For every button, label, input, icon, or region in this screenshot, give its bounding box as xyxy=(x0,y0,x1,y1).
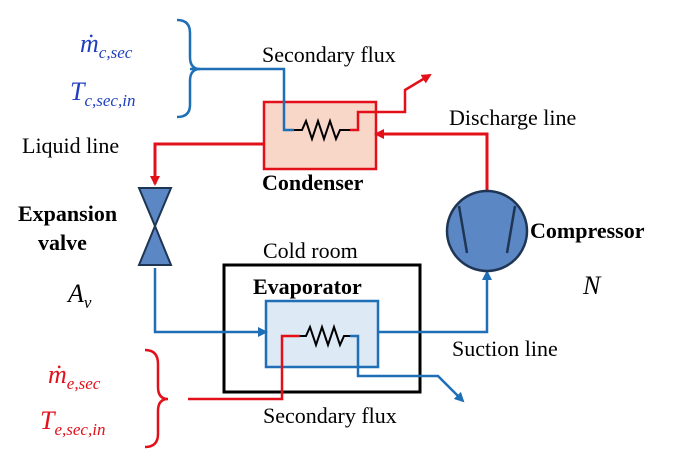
liquid-line-pipe xyxy=(150,142,264,186)
suction-line-pipe xyxy=(378,270,492,334)
secondary-flux-top-label: Secondary flux xyxy=(262,42,396,67)
expansion-valve-label-2: valve xyxy=(38,230,87,255)
condenser-label: Condenser xyxy=(262,170,364,195)
evaporator-flow-variable: ṁe,sec xyxy=(48,360,101,393)
condenser-brace xyxy=(176,18,201,119)
cold-room-label: Cold room xyxy=(263,238,358,263)
compressor-symbol xyxy=(445,189,529,273)
suction-line-label: Suction line xyxy=(452,336,558,361)
discharge-line-pipe xyxy=(374,129,489,192)
condenser-temp-variable: Tc,sec,in xyxy=(70,77,135,110)
expansion-valve-label-1: Expansion xyxy=(18,201,117,226)
evaporator-secondary-out xyxy=(350,334,465,403)
evaporator-label: Evaporator xyxy=(253,274,362,299)
compressor-label: Compressor xyxy=(530,218,645,243)
condenser-coil xyxy=(294,117,350,143)
condenser-flow-variable: ṁc,sec xyxy=(80,29,133,62)
evaporator-temp-variable: Te,sec,in xyxy=(40,406,105,439)
expansion-valve-symbol xyxy=(137,187,173,266)
evaporator-box xyxy=(264,299,380,369)
evaporator-secondary-in xyxy=(188,334,300,401)
liquid-line-label: Liquid line xyxy=(22,133,119,158)
valve-to-evaporator-pipe xyxy=(153,268,268,337)
discharge-line-label: Discharge line xyxy=(449,105,576,130)
secondary-flux-bottom-label: Secondary flux xyxy=(263,403,397,428)
evaporator-brace xyxy=(144,348,169,449)
condenser-secondary-out xyxy=(350,73,432,132)
condenser-secondary-in xyxy=(190,67,294,132)
compressor-speed-variable: N xyxy=(582,271,602,300)
evaporator-coil xyxy=(300,323,350,349)
cold-room-box xyxy=(222,263,422,394)
valve-area-variable: Av xyxy=(66,279,92,312)
condenser-box xyxy=(262,100,378,171)
